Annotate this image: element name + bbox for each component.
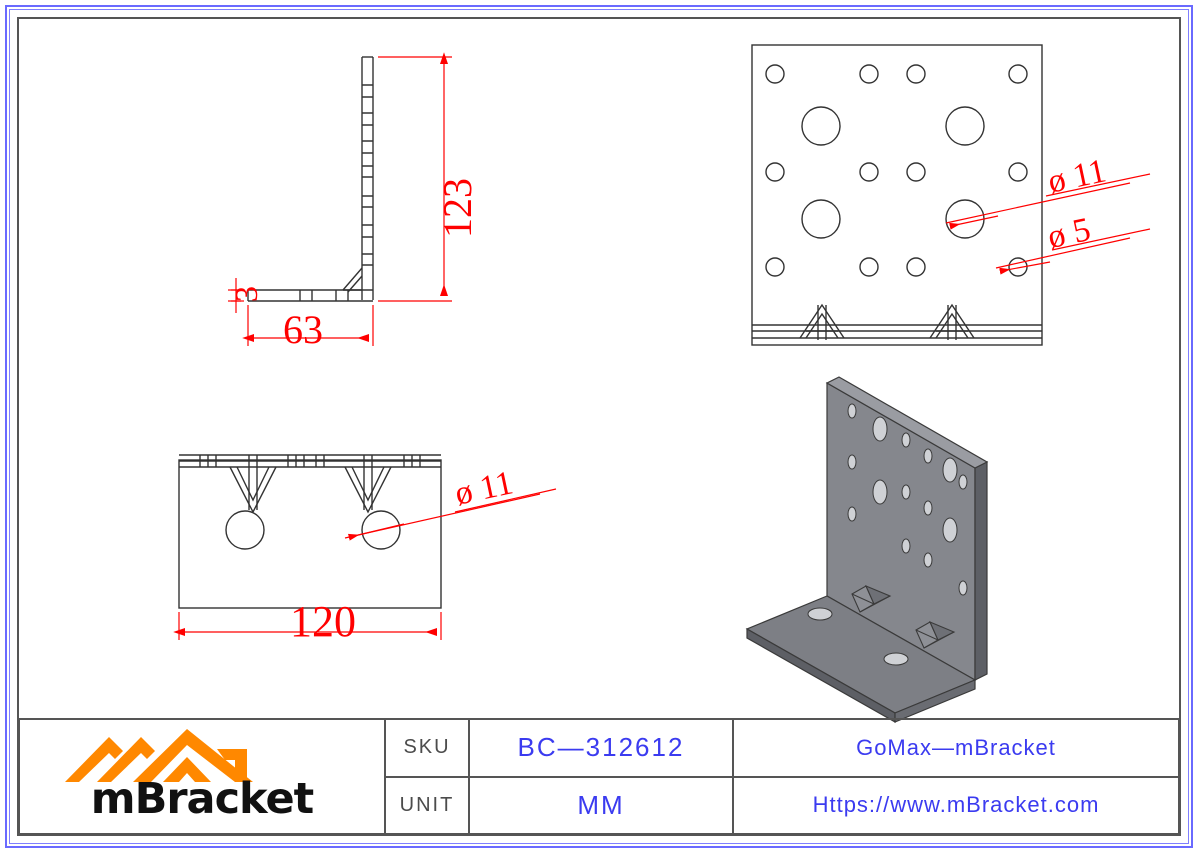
dimension-height-123: 123 xyxy=(435,178,480,238)
drawing-frame xyxy=(17,17,1181,836)
roof-mountain-logo-icon xyxy=(65,728,253,782)
dimension-depth-63: 63 xyxy=(283,307,323,352)
dimension-thickness-3: 3 xyxy=(228,286,264,302)
brand-wordmark: mBracket xyxy=(90,773,314,824)
sheet-outer-border xyxy=(5,5,1193,848)
title-block-row-sku: SKU BC—312612 GoMax—mBracket xyxy=(386,720,1178,778)
product-name-value: GoMax—mBracket xyxy=(856,734,1056,760)
dimension-width-120: 120 xyxy=(290,597,356,646)
unit-label: UNIT xyxy=(386,777,470,833)
title-block-fields: SKU BC—312612 GoMax—mBracket UNIT MM Htt… xyxy=(386,720,1178,833)
title-block-row-unit: UNIT MM Https://www.mBracket.com xyxy=(386,777,1178,833)
sku-value: BC—312612 xyxy=(470,720,734,776)
title-block: mBracket SKU BC—312612 GoMax—mBracket UN… xyxy=(18,718,1180,835)
sheet-outer-border-inner xyxy=(9,9,1189,844)
sku-label: SKU xyxy=(386,720,470,776)
title-block-logo-cell: mBracket xyxy=(20,720,386,833)
unit-value: MM xyxy=(470,777,734,833)
brand-logo: mBracket xyxy=(57,727,347,827)
website-url[interactable]: Https://www.mBracket.com xyxy=(812,792,1100,818)
callout-front-dia-5: ø 5 xyxy=(1044,210,1094,257)
